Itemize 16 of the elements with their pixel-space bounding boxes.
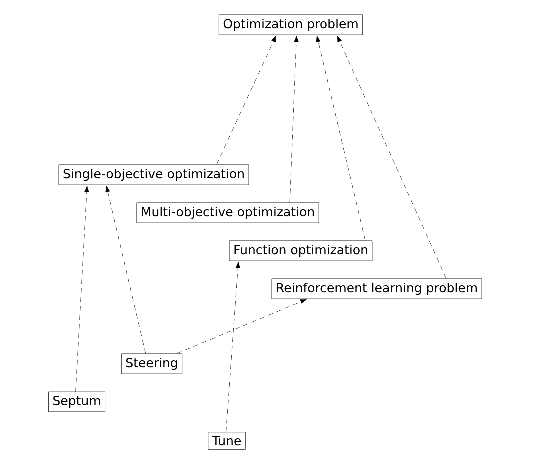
dashed-arrow	[106, 186, 146, 354]
concept-box: Steering	[121, 354, 183, 374]
concept-box: Single-objective optimization	[58, 164, 250, 186]
dashed-arrow	[316, 36, 366, 241]
dashed-arrow	[176, 299, 307, 354]
dashed-arrow	[216, 36, 276, 165]
concept-box: Septum	[48, 392, 106, 412]
concept-box: Multi-objective optimization	[136, 202, 320, 224]
dashed-arrow	[290, 36, 299, 203]
dashed-arrow	[337, 36, 447, 279]
dashed-arrow	[226, 262, 241, 432]
dashed-arrow	[76, 186, 90, 392]
concept-box: Reinforcement learning problem	[272, 278, 482, 300]
concept-box: Tune	[208, 432, 246, 450]
concept-box: Optimization problem	[218, 14, 364, 36]
concept-box: Function optimization	[229, 240, 373, 262]
